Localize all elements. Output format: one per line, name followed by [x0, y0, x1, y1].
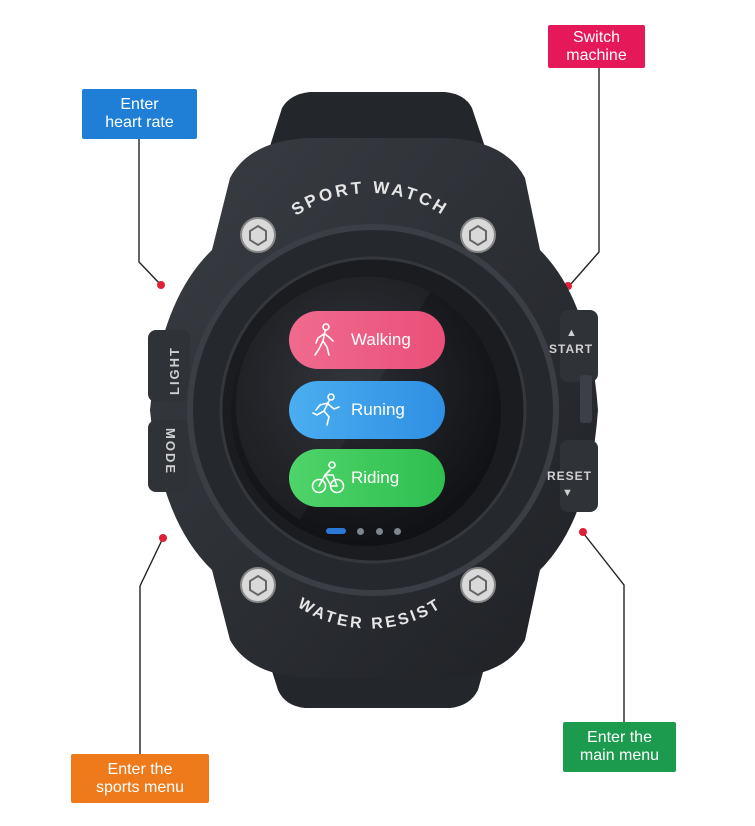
switch-machine-leader: [569, 68, 600, 286]
start-side-button: [560, 310, 598, 382]
main-menu-callout-line1: Enter the: [587, 729, 652, 746]
heart-rate-callout-line1: Enter: [120, 96, 159, 113]
riding-label: Riding: [351, 468, 400, 487]
walking-menu-item[interactable]: Walking: [289, 311, 445, 369]
riding-menu-item[interactable]: Riding: [289, 449, 445, 507]
mode-side-button: [148, 420, 190, 492]
sports-menu-leader: [139, 539, 163, 754]
sports-menu-callout-line1: Enter the: [107, 760, 173, 778]
switch-machine-callout-line2: machine: [566, 46, 627, 64]
start-arrow-icon: ▲: [566, 327, 577, 339]
switch-machine-callout-line1: Switch: [572, 28, 621, 46]
heart-rate-marker: [157, 281, 165, 289]
crown: [580, 375, 592, 423]
reset-label: RESET: [547, 469, 592, 483]
running-menu-item[interactable]: Runing: [289, 381, 445, 439]
main-menu-marker: [579, 528, 587, 536]
main-menu-callout: Enter the main menu: [563, 722, 676, 772]
page-dot[interactable]: [394, 528, 401, 535]
sports-menu-callout: Enter the sports menu: [71, 754, 209, 803]
page-dot-active[interactable]: [326, 528, 346, 534]
heart-rate-callout: Enter heart rate: [82, 89, 197, 139]
sports-menu-marker: [159, 534, 167, 542]
sports-menu-callout-line2: sports menu: [95, 778, 185, 796]
light-side-button: [148, 330, 190, 402]
running-person-icon: [312, 393, 340, 426]
heart-rate-callout-line2: heart rate: [105, 114, 174, 131]
page-dot[interactable]: [376, 528, 383, 535]
heart-rate-leader: [138, 139, 161, 285]
bicycle-icon: [311, 461, 345, 494]
walking-person-icon: [314, 323, 334, 356]
start-label: START: [549, 342, 593, 356]
switch-machine-callout: Switch machine: [548, 25, 645, 68]
main-menu-leader: [583, 533, 625, 722]
main-menu-callout-line2: main menu: [579, 747, 660, 764]
page-dot[interactable]: [357, 528, 364, 535]
bezel-screws: [240, 217, 496, 603]
reset-side-button: [560, 440, 598, 512]
walking-label: Walking: [351, 330, 411, 349]
mode-label: MODE: [163, 428, 178, 475]
reset-arrow-icon: ▼: [562, 487, 573, 499]
running-label: Runing: [351, 400, 405, 419]
light-label: LIGHT: [167, 346, 182, 395]
